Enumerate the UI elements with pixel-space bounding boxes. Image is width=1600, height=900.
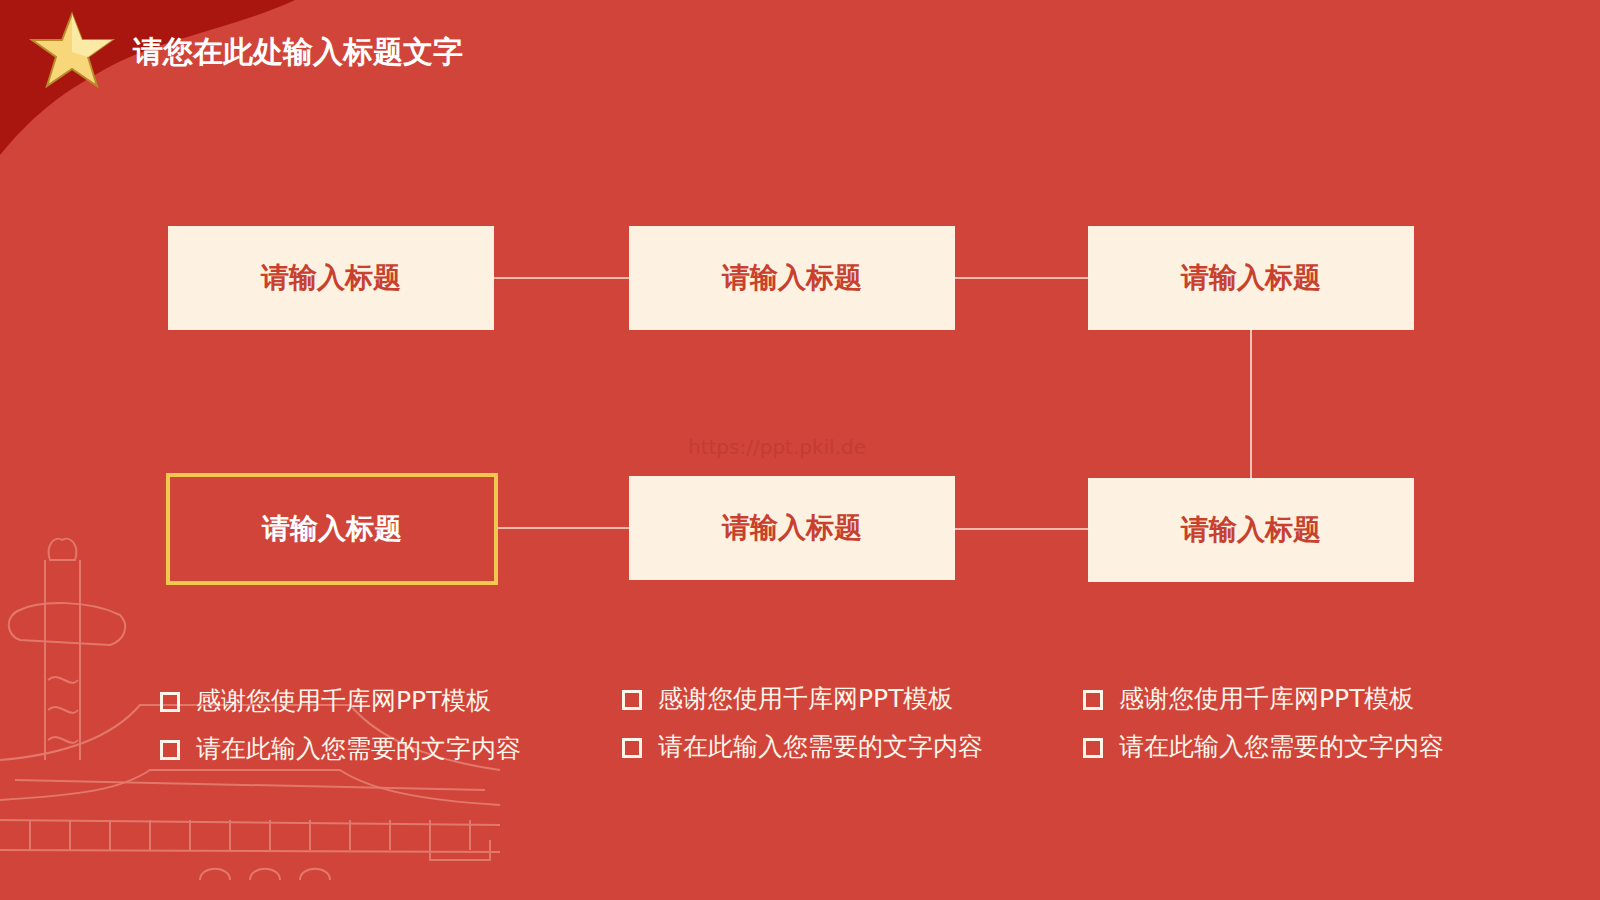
star-icon [32,14,112,86]
process-box: 请输入标题 [168,226,494,330]
connector-line [494,277,629,279]
bullet-text: 感谢您使用千库网PPT模板 [1083,682,1414,715]
process-box: 请输入标题 [629,226,955,330]
box-title: 请输入标题 [262,510,402,548]
watermark: https://ppt.pkil.de [688,435,866,459]
process-box: 请输入标题 [166,473,498,585]
connector-line [955,277,1088,279]
box-title: 请输入标题 [1181,259,1321,297]
tiananmen-sketch [0,539,500,880]
bullet-text: 请在此输入您需要的文字内容 [622,730,983,763]
corner-ribbon [0,0,295,155]
connector-line [955,528,1088,530]
slide-title: 请您在此处输入标题文字 [133,32,463,73]
bullet-text: 感谢您使用千库网PPT模板 [160,684,491,717]
connector-line [1250,330,1252,478]
process-box: 请输入标题 [1088,226,1414,330]
process-box: 请输入标题 [629,476,955,580]
connector-line [498,527,629,529]
bullet-text: 请在此输入您需要的文字内容 [1083,730,1444,763]
box-title: 请输入标题 [722,509,862,547]
box-title: 请输入标题 [261,259,401,297]
box-title: 请输入标题 [722,259,862,297]
process-box: 请输入标题 [1088,478,1414,582]
box-title: 请输入标题 [1181,511,1321,549]
bullet-text: 感谢您使用千库网PPT模板 [622,682,953,715]
bullet-text: 请在此输入您需要的文字内容 [160,732,521,765]
